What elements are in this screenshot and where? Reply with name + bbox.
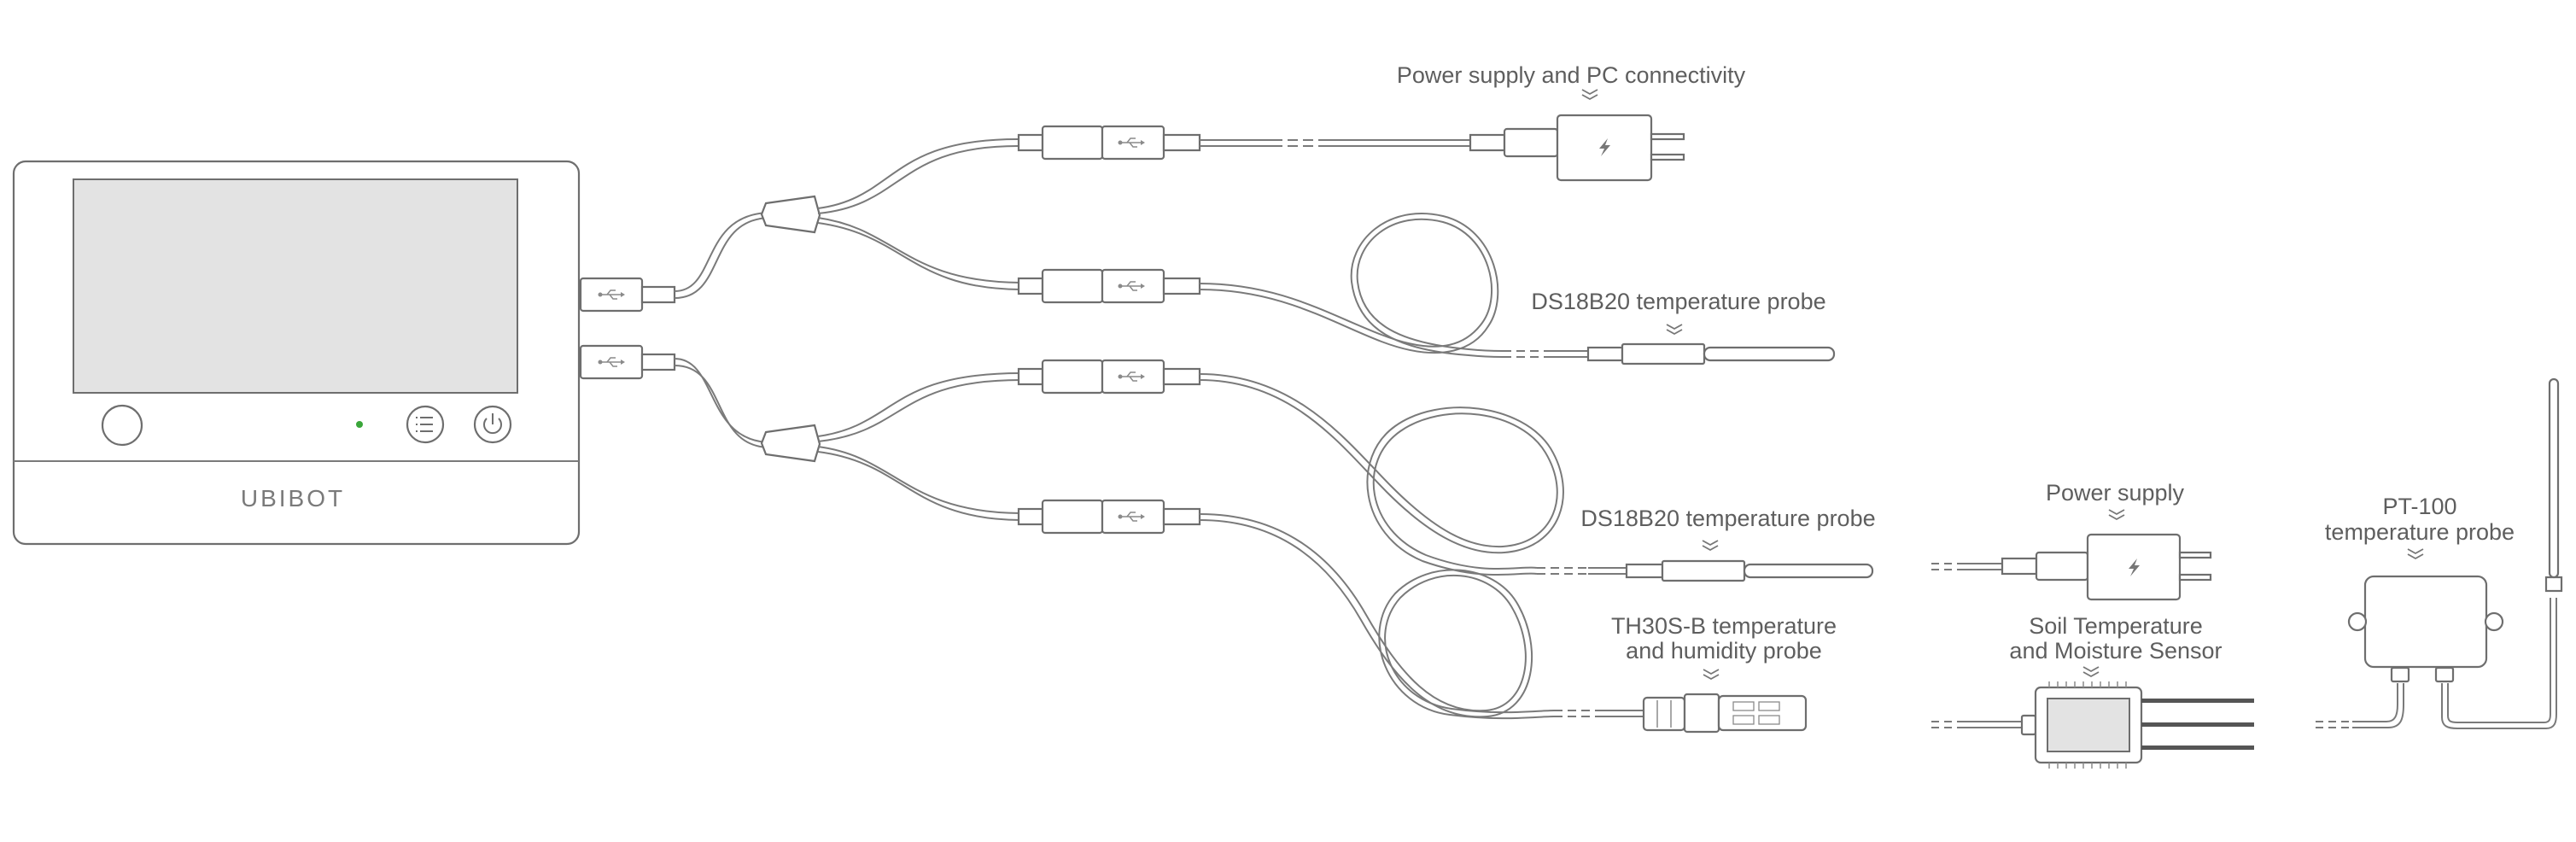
usb-connector-row1 xyxy=(1017,125,1201,161)
power-supply-accessory xyxy=(1931,533,2212,601)
cable-device-to-splitter-top xyxy=(674,212,769,299)
label-soil-line1: Soil Temperature xyxy=(2029,613,2203,639)
device-usb-port-bottom xyxy=(579,344,676,380)
label-th30s-line1: TH30S-B temperature xyxy=(1611,613,1837,639)
pt100-probe xyxy=(2316,377,2563,729)
label-pt100-line2: temperature probe xyxy=(2325,519,2515,545)
y-splitter-top xyxy=(760,137,1021,290)
chevron-down-icon xyxy=(1666,324,1683,335)
cable-device-to-splitter-bottom xyxy=(674,358,769,448)
label-power-supply: Power supply xyxy=(2046,480,2185,506)
chevron-down-icon xyxy=(1702,540,1719,551)
chevron-down-icon xyxy=(1581,89,1598,100)
usb-connector-row2 xyxy=(1017,268,1201,304)
chevron-down-icon xyxy=(2108,509,2125,520)
cable-power-pc xyxy=(1200,127,1559,158)
menu-icon xyxy=(416,417,433,432)
label-power-pc: Power supply and PC connectivity xyxy=(1397,62,1746,88)
y-splitter-bottom xyxy=(760,372,1021,521)
cable-ds18b20-mid xyxy=(1199,373,1627,576)
usb-connector-row4 xyxy=(1017,499,1201,535)
usb-connector-row3 xyxy=(1017,359,1201,395)
power-button[interactable] xyxy=(473,405,512,444)
ubibot-device: UBIBOT xyxy=(12,160,581,546)
label-ds18b20-top: DS18B20 temperature probe xyxy=(1531,289,1825,314)
soil-sensor xyxy=(1931,681,2254,769)
label-ds18b20-mid: DS18B20 temperature probe xyxy=(1580,506,1875,531)
label-soil-line2: and Moisture Sensor xyxy=(2009,638,2222,664)
power-icon xyxy=(483,413,502,435)
power-adapter-pc xyxy=(1556,114,1685,182)
menu-button[interactable] xyxy=(406,405,445,444)
brand-logo: UBIBOT xyxy=(241,485,345,512)
cable-ds18b20-top xyxy=(1199,213,1588,358)
label-pt100-line1: PT-100 xyxy=(2382,494,2456,519)
home-button[interactable] xyxy=(101,404,143,447)
cable-th30s xyxy=(1199,513,1644,720)
ds18b20-probe-mid xyxy=(1625,559,1874,582)
label-th30s-line2: and humidity probe xyxy=(1626,638,1822,664)
device-screen xyxy=(73,178,518,394)
chevron-down-icon xyxy=(2407,548,2424,559)
chevron-down-icon xyxy=(2082,666,2100,677)
status-led xyxy=(356,421,363,428)
chevron-down-icon xyxy=(1703,669,1720,680)
device-usb-port-top xyxy=(579,277,676,313)
ds18b20-probe-top xyxy=(1586,342,1836,365)
th30s-probe xyxy=(1642,693,1808,734)
